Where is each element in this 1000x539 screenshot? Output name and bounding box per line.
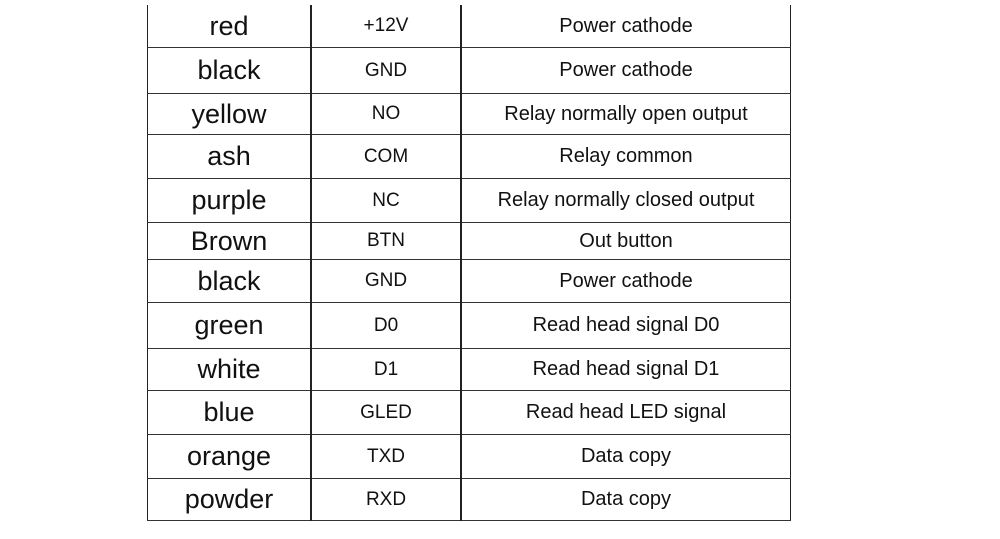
wire-color-cell: Brown — [147, 222, 311, 260]
signal-cell: NC — [310, 178, 461, 223]
wire-color-cell: black — [147, 47, 311, 94]
signal-cell: RXD — [310, 478, 461, 521]
table-row: Brown BTN Out button — [147, 222, 791, 260]
table-row: purple NC Relay normally closed output — [147, 178, 791, 223]
table-row: white D1 Read head signal D1 — [147, 348, 791, 391]
table-row: blue GLED Read head LED signal — [147, 390, 791, 435]
description-cell: Read head signal D1 — [460, 348, 791, 391]
description-cell: Relay normally closed output — [460, 178, 791, 223]
signal-cell: GND — [310, 259, 461, 303]
signal-cell: +12V — [310, 5, 461, 48]
signal-cell: GLED — [310, 390, 461, 435]
description-cell: Out button — [460, 222, 791, 260]
wire-color-cell: green — [147, 302, 311, 349]
table-row: black GND Power cathode — [147, 259, 791, 303]
table-row: red +12V Power cathode — [147, 5, 791, 48]
table-row: green D0 Read head signal D0 — [147, 302, 791, 349]
description-cell: Data copy — [460, 478, 791, 521]
wire-color-cell: white — [147, 348, 311, 391]
wire-color-cell: ash — [147, 134, 311, 179]
description-cell: Relay common — [460, 134, 791, 179]
signal-cell: COM — [310, 134, 461, 179]
wire-color-cell: blue — [147, 390, 311, 435]
signal-cell: D0 — [310, 302, 461, 349]
table-row: ash COM Relay common — [147, 134, 791, 179]
description-cell: Read head LED signal — [460, 390, 791, 435]
description-cell: Data copy — [460, 434, 791, 479]
wiring-table: red +12V Power cathode black GND Power c… — [147, 5, 791, 521]
table-row: black GND Power cathode — [147, 47, 791, 94]
description-cell: Read head signal D0 — [460, 302, 791, 349]
wire-color-cell: black — [147, 259, 311, 303]
table-row: yellow NO Relay normally open output — [147, 93, 791, 135]
signal-cell: TXD — [310, 434, 461, 479]
wire-color-cell: yellow — [147, 93, 311, 135]
description-cell: Power cathode — [460, 5, 791, 48]
signal-cell: GND — [310, 47, 461, 94]
wiring-table-body: red +12V Power cathode black GND Power c… — [147, 5, 791, 521]
description-cell: Power cathode — [460, 47, 791, 94]
description-cell: Power cathode — [460, 259, 791, 303]
table-row: orange TXD Data copy — [147, 434, 791, 479]
table-row: powder RXD Data copy — [147, 478, 791, 521]
description-cell: Relay normally open output — [460, 93, 791, 135]
wire-color-cell: purple — [147, 178, 311, 223]
wire-color-cell: orange — [147, 434, 311, 479]
signal-cell: D1 — [310, 348, 461, 391]
signal-cell: BTN — [310, 222, 461, 260]
wire-color-cell: red — [147, 5, 311, 48]
signal-cell: NO — [310, 93, 461, 135]
wire-color-cell: powder — [147, 478, 311, 521]
